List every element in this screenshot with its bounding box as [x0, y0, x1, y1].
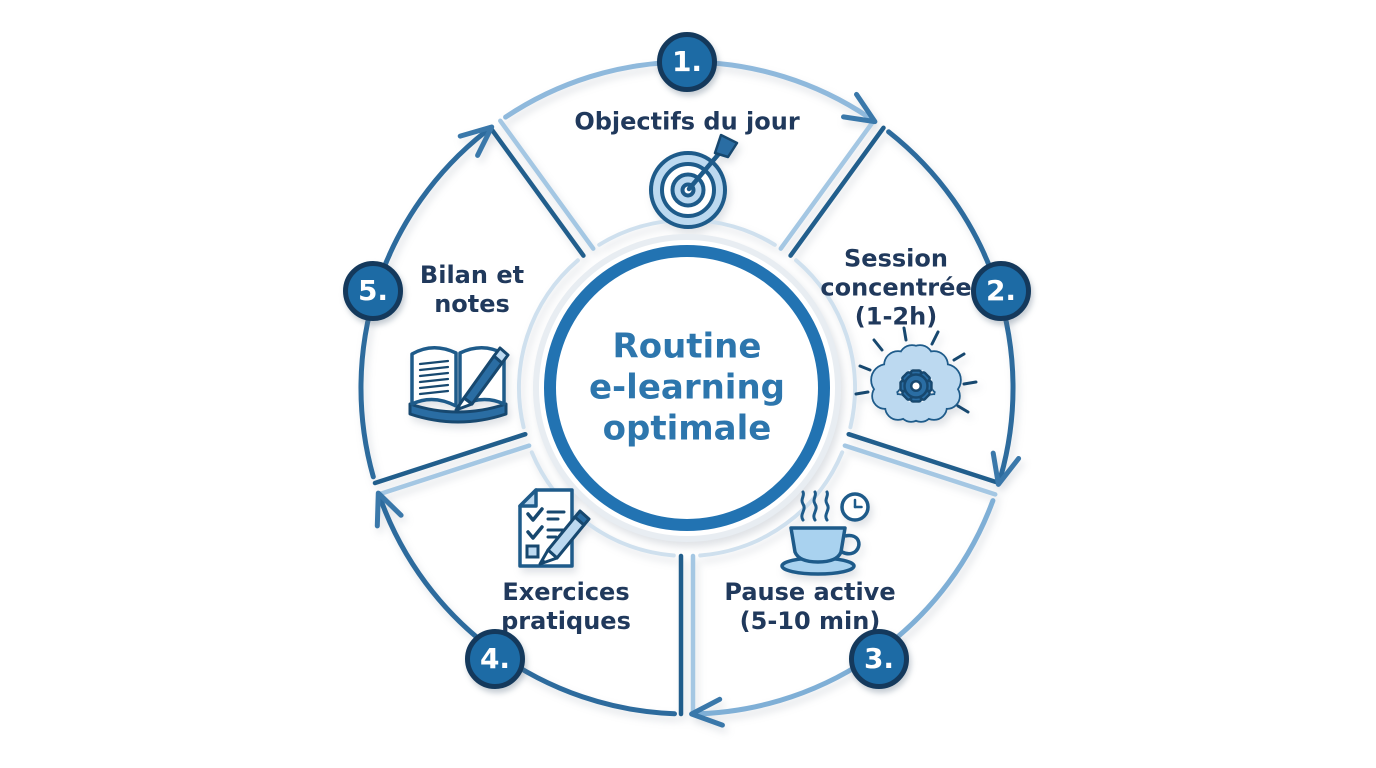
center-hub: [533, 234, 841, 542]
step-label-pause: Pause active (5-10 min): [724, 578, 895, 636]
brain-gear-icon: [854, 326, 978, 423]
step-label-session: Session concentrée (1-2h): [820, 245, 971, 332]
arrow-icon: [457, 124, 495, 158]
arrow-icon: [990, 450, 1022, 487]
center-title: Routine e-learning optimale: [589, 327, 785, 450]
steam-lines: [800, 490, 830, 522]
step-label-line: (5-10 min): [739, 607, 881, 635]
step-label-line: concentrée: [820, 273, 972, 302]
step-label-bilan: Bilan et notes: [420, 261, 524, 319]
step-label-line: Session: [844, 244, 948, 273]
center-title-line: optimale: [602, 408, 772, 449]
wedge-edges-dark: [372, 125, 1002, 717]
clock-icon: [840, 492, 870, 522]
step-label-line: Bilan et: [419, 261, 525, 289]
step-label-line: (1-2h): [854, 302, 938, 331]
flow-arrowheads: [374, 91, 1022, 728]
step-label-objectifs: Objectifs du jour: [574, 108, 799, 137]
step-badge-2: 2.: [971, 261, 1031, 321]
page-lines: [418, 359, 450, 396]
step-badge-1: 1.: [657, 32, 717, 92]
checklist-pencil-icon: [518, 488, 591, 568]
wedge-edges-light: [376, 118, 998, 717]
step-badge-3: 3.: [849, 629, 909, 689]
step-label-line: notes: [434, 290, 510, 318]
arrow-icon: [374, 490, 404, 529]
center-title-line: e-learning: [589, 367, 785, 408]
coffee-cup-icon: [780, 490, 870, 576]
arrow-icon: [689, 696, 725, 728]
step-badge-5: 5.: [343, 261, 403, 321]
step-label-exercices: Exercices pratiques: [501, 578, 631, 636]
target-icon: [649, 133, 739, 229]
step-label-line: Objectifs du jour: [574, 107, 800, 136]
arrow-icon: [841, 91, 878, 125]
step-label-line: pratiques: [501, 607, 631, 635]
spark-lines: [854, 326, 978, 414]
open-book-pen-icon: [408, 346, 510, 424]
wedge-inner-arcs: [516, 218, 858, 558]
step-label-line: Pause active: [724, 578, 896, 606]
step-badge-4: 4.: [465, 629, 525, 689]
center-title-line: Routine: [612, 326, 762, 367]
step-label-line: Exercices: [502, 578, 630, 606]
